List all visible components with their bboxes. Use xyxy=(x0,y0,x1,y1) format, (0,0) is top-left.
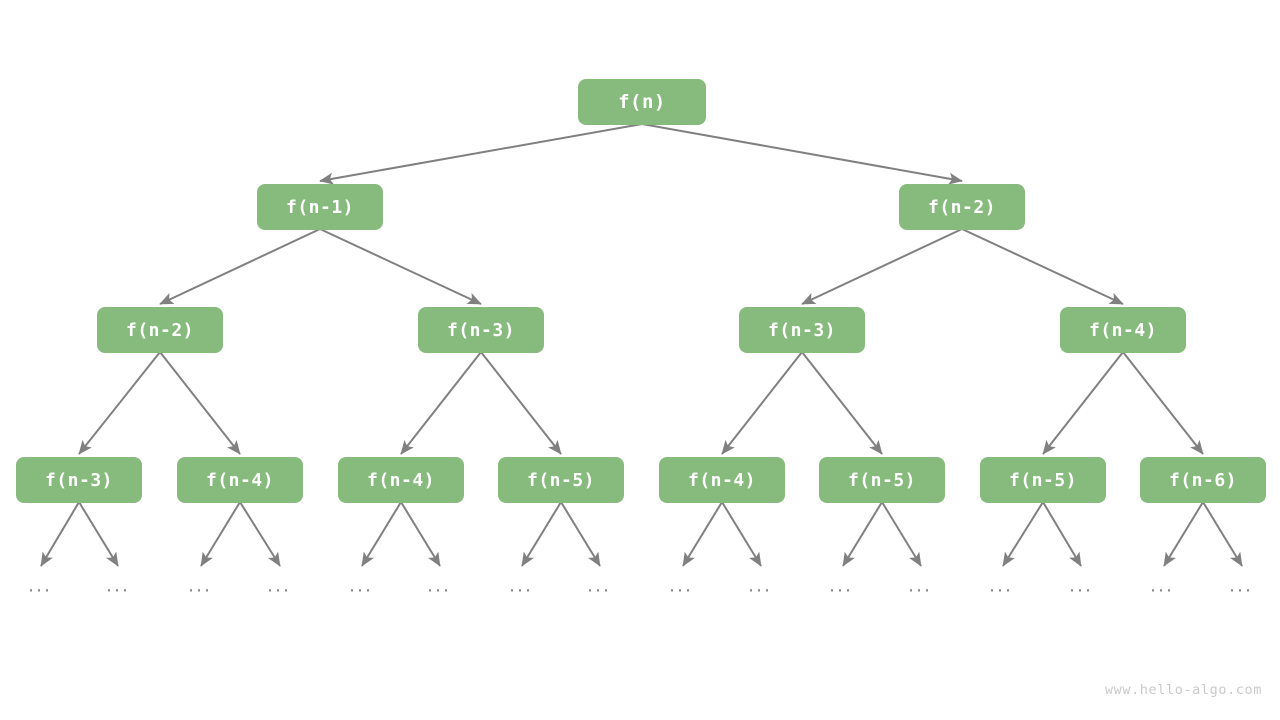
stub-edge-n9-4 xyxy=(361,501,402,567)
tree-node-n7: f(n-3) xyxy=(16,457,142,503)
tree-node-n12: f(n-5) xyxy=(819,457,945,503)
tree-node-label: f(n-3) xyxy=(446,319,516,341)
stub-edge-n10-7 xyxy=(560,501,601,567)
tree-node-n4: f(n-3) xyxy=(418,307,544,353)
ellipsis-marker-8: ... xyxy=(668,574,694,597)
ellipsis-marker-3: ... xyxy=(266,574,292,597)
tree-node-label: f(n-5) xyxy=(526,469,596,491)
stub-edge-n12-10 xyxy=(842,501,883,567)
ellipsis-marker-9: ... xyxy=(747,574,773,597)
tree-node-n2: f(n-2) xyxy=(899,184,1025,230)
edge-n4-to-n10 xyxy=(480,351,562,455)
ellipsis-marker-1: ... xyxy=(105,574,131,597)
edge-n5-to-n11 xyxy=(721,351,803,455)
edge-n3-to-n8 xyxy=(159,351,241,455)
edge-n4-to-n9 xyxy=(400,351,482,455)
tree-node-n9: f(n-4) xyxy=(338,457,464,503)
ellipsis-marker-0: ... xyxy=(27,574,53,597)
stub-edge-n8-3 xyxy=(239,501,281,567)
tree-node-n13: f(n-5) xyxy=(980,457,1106,503)
tree-node-n10: f(n-5) xyxy=(498,457,624,503)
edge-n5-to-n12 xyxy=(801,351,883,455)
stub-edge-n11-9 xyxy=(721,501,762,567)
tree-node-n11: f(n-4) xyxy=(659,457,785,503)
tree-node-label: f(n-2) xyxy=(927,196,997,218)
ellipsis-marker-13: ... xyxy=(1068,574,1094,597)
edge-n0-to-n2 xyxy=(641,123,963,185)
edge-n2-to-n6 xyxy=(961,228,1124,305)
ellipsis-marker-14: ... xyxy=(1149,574,1175,597)
edge-n6-to-n13 xyxy=(1042,351,1124,455)
stub-edge-n14-14 xyxy=(1163,501,1204,567)
stub-edge-n9-5 xyxy=(400,501,441,567)
edge-n3-to-n7 xyxy=(78,351,161,455)
stub-edge-n7-1 xyxy=(78,501,119,567)
stub-edge-n13-13 xyxy=(1042,501,1082,567)
tree-node-label: f(n-4) xyxy=(205,469,275,491)
edge-n1-to-n3 xyxy=(159,228,321,305)
stub-edge-n14-15 xyxy=(1202,501,1243,567)
edge-n1-to-n4 xyxy=(319,228,482,305)
ellipsis-marker-4: ... xyxy=(348,574,374,597)
ellipsis-marker-10: ... xyxy=(828,574,854,597)
tree-node-n1: f(n-1) xyxy=(257,184,383,230)
watermark: www.hello-algo.com xyxy=(1104,682,1262,698)
stub-edge-n10-6 xyxy=(521,501,562,567)
tree-node-n14: f(n-6) xyxy=(1140,457,1266,503)
tree-node-label: f(n-1) xyxy=(285,196,355,218)
ellipsis-marker-15: ... xyxy=(1228,574,1254,597)
tree-node-label: f(n-4) xyxy=(1088,319,1158,341)
stub-edge-n7-0 xyxy=(40,501,80,567)
ellipsis-marker-12: ... xyxy=(988,574,1014,597)
edge-n6-to-n14 xyxy=(1122,351,1204,455)
ellipsis-marker-2: ... xyxy=(187,574,213,597)
tree-node-label: f(n-3) xyxy=(44,469,114,491)
ellipsis-marker-7: ... xyxy=(586,574,612,597)
ellipsis-marker-11: ... xyxy=(907,574,933,597)
edge-n0-to-n1 xyxy=(319,123,643,185)
tree-node-label: f(n-4) xyxy=(687,469,757,491)
tree-node-label: f(n-2) xyxy=(125,319,195,341)
tree-node-n8: f(n-4) xyxy=(177,457,303,503)
tree-node-n5: f(n-3) xyxy=(739,307,865,353)
ellipsis-marker-6: ... xyxy=(508,574,534,597)
stub-edge-n8-2 xyxy=(200,501,241,567)
stub-edge-n13-12 xyxy=(1002,501,1044,567)
tree-node-label: f(n-4) xyxy=(366,469,436,491)
tree-node-label: f(n-3) xyxy=(767,319,837,341)
tree-node-label: f(n-5) xyxy=(847,469,917,491)
stub-edge-n11-8 xyxy=(682,501,723,567)
stub-edge-n12-11 xyxy=(881,501,922,567)
tree-node-label: f(n-6) xyxy=(1168,469,1238,491)
tree-node-n6: f(n-4) xyxy=(1060,307,1186,353)
edge-n2-to-n5 xyxy=(801,228,963,305)
tree-node-n0: f(n) xyxy=(578,79,706,125)
tree-node-n3: f(n-2) xyxy=(97,307,223,353)
tree-node-label: f(n) xyxy=(618,91,666,113)
ellipsis-marker-5: ... xyxy=(426,574,452,597)
tree-node-label: f(n-5) xyxy=(1008,469,1078,491)
